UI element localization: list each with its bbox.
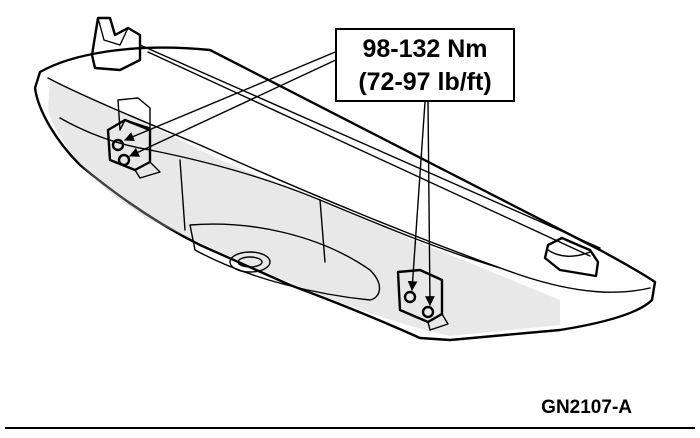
bolt-icon — [421, 305, 435, 319]
left-mount-bracket — [106, 97, 161, 179]
leader-arrow — [407, 101, 426, 291]
torque-callout: 98-132 Nm (72-97 lb/ft) — [335, 28, 515, 102]
leader-arrow — [124, 49, 341, 142]
torque-nm-label: 98-132 Nm — [362, 35, 488, 63]
left-end-bracket — [90, 16, 142, 72]
right-mount-bracket — [396, 268, 449, 331]
bolt-icon — [111, 138, 125, 152]
leader-arrow — [129, 57, 341, 157]
hitch-hole-inner — [237, 256, 263, 268]
right-end-bracket — [543, 236, 600, 278]
figure-id-label: GN2107-A — [541, 397, 632, 418]
bolt-icon — [117, 153, 131, 167]
bumper-top-ledge — [139, 44, 601, 257]
step-recess — [179, 159, 381, 301]
hitch-hole — [229, 251, 271, 273]
torque-lbft-label: (72-97 lb/ft) — [358, 68, 492, 96]
leader-arrow — [425, 101, 435, 306]
bottom-divider — [5, 427, 695, 429]
bolt-icon — [403, 290, 417, 304]
